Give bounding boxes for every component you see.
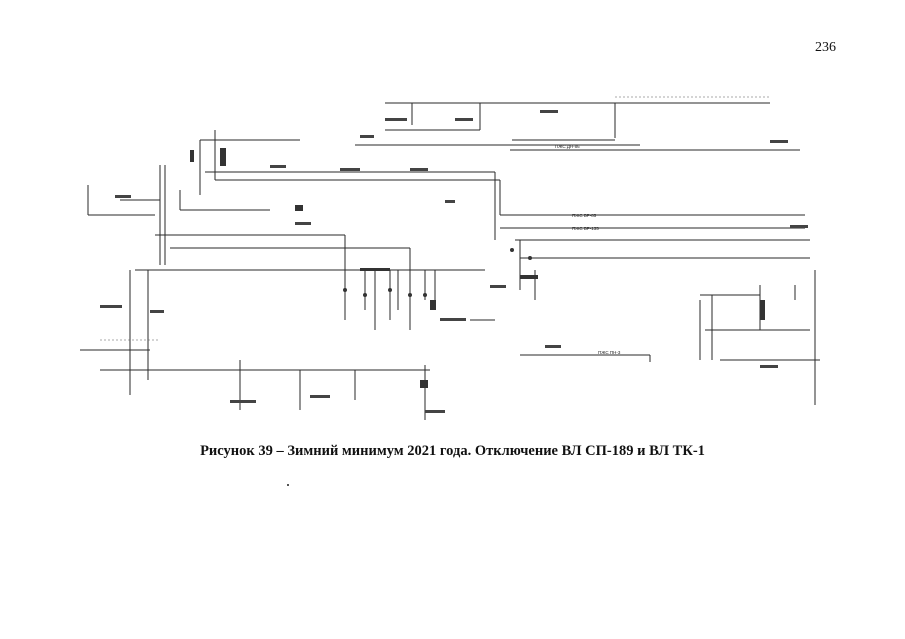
feeder-label-pn3: ПЖС ПН-3 — [598, 350, 621, 355]
feeder-label-bp85: ПЖС БР-85 — [572, 213, 597, 218]
scan-speck — [287, 484, 289, 486]
bus-lines — [80, 102, 820, 420]
equipment-symbols — [190, 148, 765, 388]
feeder-label-dn86: ПЖС ДН-86 — [555, 144, 580, 149]
feeder-labels: ПЖС ДН-86 ПЖС БР-85 ПЖС БР-135 ПЖС ПН-3 — [555, 144, 621, 355]
feeder-label-bp135: ПЖС БР-135 — [572, 226, 599, 231]
dashed-lines — [100, 96, 770, 341]
page-number: 236 — [815, 40, 836, 55]
figure-caption: Рисунок 39 – Зимний минимум 2021 года. О… — [200, 443, 705, 459]
small-labels-placeholders — [100, 110, 808, 413]
